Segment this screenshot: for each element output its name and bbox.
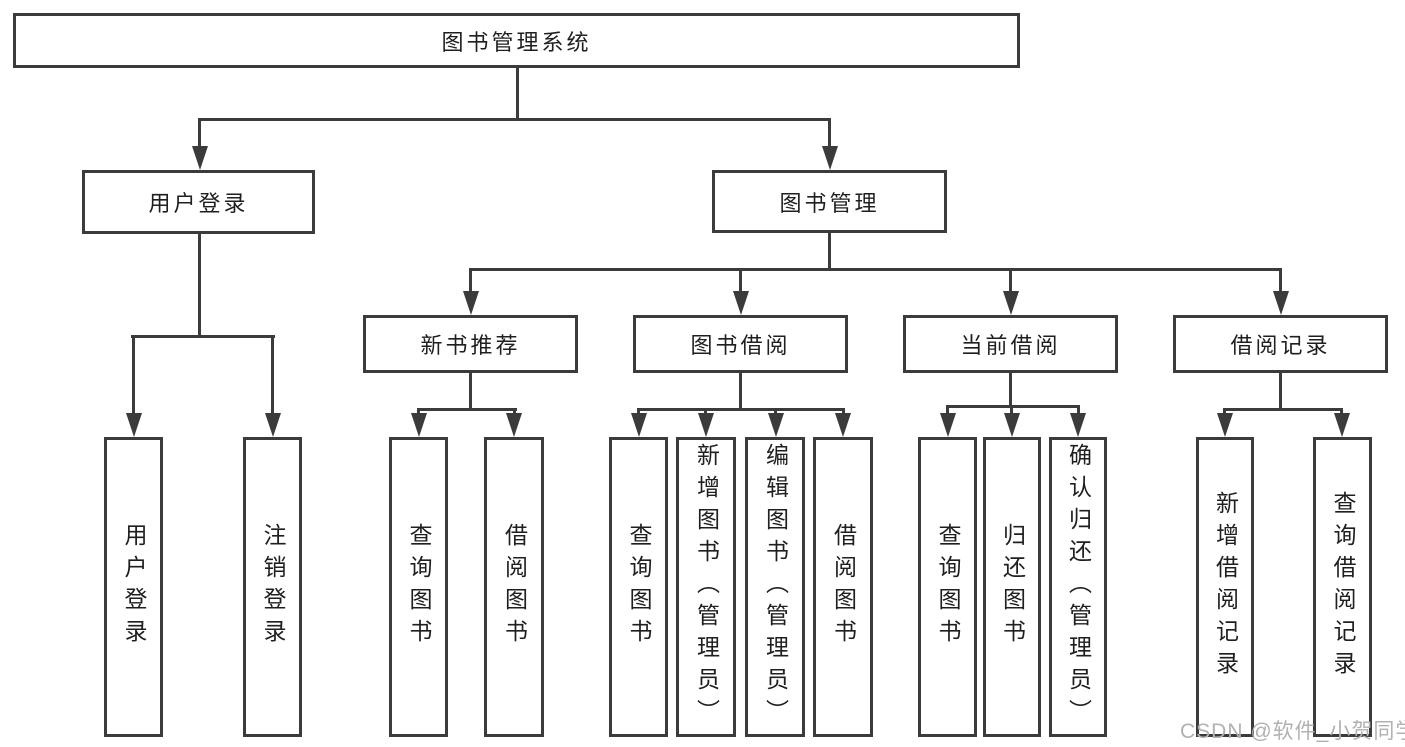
arrowhead [698,413,714,437]
arrowhead [768,413,784,437]
node-label: 查询借阅记录 [1330,491,1356,683]
leaf-query-borrow-record: 查询借阅记录 [1313,437,1372,737]
arrowhead-book-management [822,146,838,170]
connector-book-management-branch [469,268,1282,271]
arrowhead [1004,413,1020,437]
connector-drop-current-borrow [1009,268,1012,294]
node-label: 编辑图书（管理员） [762,443,789,731]
arrowhead-book-borrow [733,291,749,315]
leaf-add-book-admin: 新增图书（管理员） [676,437,736,737]
arrowhead-new-book [463,291,479,315]
connector-drop [774,408,777,416]
connector-drop-leaf-logout [271,335,274,415]
node-label: 借阅图书 [501,523,528,651]
arrowhead [411,413,427,437]
node-label: 借阅图书 [830,523,857,651]
connector-drop [637,408,640,416]
node-book-borrowing: 图书借阅 [633,315,848,373]
connector-drop [946,405,949,416]
connector-drop [1077,405,1080,416]
node-label: 图书管理 [779,190,880,216]
connector-drop [842,408,845,416]
connector-drop-borrow-records [1279,268,1282,294]
node-label: 图书管理系统 [441,29,592,55]
connector-root-stem [516,66,519,121]
leaf-query-books-borrowing: 查询图书 [609,437,668,737]
connector-user-login-stem [198,231,201,338]
node-label: 借阅记录 [1230,333,1331,358]
node-label: 图书借阅 [690,333,791,358]
node-label: 当前借阅 [960,333,1061,358]
node-library-management-system: 图书管理系统 [13,13,1020,68]
arrowhead [1070,413,1086,437]
node-label: 新增图书（管理员） [693,443,720,731]
leaf-borrow-books-borrowing: 借阅图书 [813,437,873,737]
node-user-login: 用户登录 [82,170,315,234]
connector-drop [513,408,516,416]
node-label: 查询图书 [935,523,961,651]
node-label: 查询图书 [626,523,652,651]
node-label: 用户登录 [121,523,147,651]
node-label: 新书推荐 [420,333,521,358]
leaf-add-borrow-record: 新增借阅记录 [1196,437,1254,737]
leaf-query-books-current: 查询图书 [918,437,977,737]
connector-drop [417,408,420,416]
arrowhead-current-borrow [1003,291,1019,315]
connector-drop-leaf-login [132,335,135,415]
arrowhead-borrow-records [1273,291,1289,315]
leaf-confirm-return-admin: 确认归还（管理员） [1049,437,1107,737]
connector-drop-book-management [828,118,831,150]
arrowhead [1334,413,1350,437]
node-current-borrowing: 当前借阅 [903,315,1118,373]
node-label: 用户登录 [148,191,249,216]
connector-drop-user-login [198,118,201,150]
connector-drop-book-borrow [739,268,742,294]
node-new-book-recommendation: 新书推荐 [363,315,578,373]
connector-borrow-records-stem [1279,371,1282,411]
connector-book-management-stem [828,231,831,271]
connector-user-login-branch [131,335,275,338]
connector-drop [1223,408,1226,416]
node-label: 查询图书 [406,523,432,651]
connector-new-book-branch [417,408,517,411]
connector-book-borrow-branch [637,408,845,411]
arrowhead [631,413,647,437]
leaf-borrow-books-recommend: 借阅图书 [484,437,544,737]
node-label: 注销登录 [260,523,286,651]
connector-drop-new-book [469,268,472,294]
leaf-return-books: 归还图书 [983,437,1041,737]
connector-current-borrow-stem [1009,371,1012,408]
node-label: 确认归还（管理员） [1065,443,1092,731]
arrowhead-user-login [192,146,208,170]
node-label: 新增借阅记录 [1212,491,1239,683]
leaf-edit-book-admin: 编辑图书（管理员） [745,437,805,737]
node-label: 归还图书 [999,523,1026,651]
arrowhead-leaf-login [126,413,142,437]
connector-book-borrow-stem [739,371,742,411]
connector-drop [1010,405,1013,416]
watermark-text: CSDN @软件_小贺同学 [1180,720,1405,743]
connector-borrow-records-branch [1223,408,1343,411]
connector-root-branch [198,118,831,121]
connector-new-book-stem [469,371,472,411]
arrowhead-leaf-logout [265,413,281,437]
arrowhead [506,413,522,437]
node-borrowing-records: 借阅记录 [1173,315,1388,373]
leaf-logout: 注销登录 [243,437,302,737]
arrowhead [1217,413,1233,437]
arrowhead [835,413,851,437]
leaf-user-login: 用户登录 [104,437,163,737]
connector-drop [1340,408,1343,416]
leaf-query-books-recommend: 查询图书 [389,437,448,737]
arrowhead [940,413,956,437]
connector-drop [704,408,707,416]
node-book-management: 图书管理 [712,170,947,233]
